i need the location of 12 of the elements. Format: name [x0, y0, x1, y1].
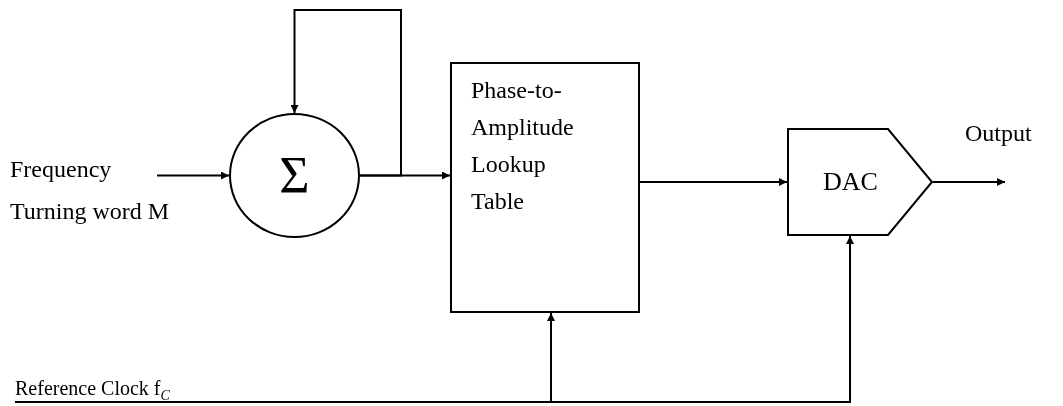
arrow: [359, 171, 451, 180]
input-label: Frequency Turning word M: [10, 148, 232, 222]
arrow: [639, 178, 788, 186]
arrow: [14, 235, 854, 403]
clock-label: Reference Clock f$_{C}$: [15, 376, 195, 402]
arrow: [156, 171, 230, 180]
arrow: [290, 9, 402, 177]
block-label: DAC: [823, 167, 878, 197]
box-label: Phase-to- Amplitude Lookup Table: [471, 76, 575, 216]
arrow: [932, 178, 1006, 186]
process-box: [450, 62, 640, 313]
sigma-symbol: Σ: [279, 149, 310, 202]
